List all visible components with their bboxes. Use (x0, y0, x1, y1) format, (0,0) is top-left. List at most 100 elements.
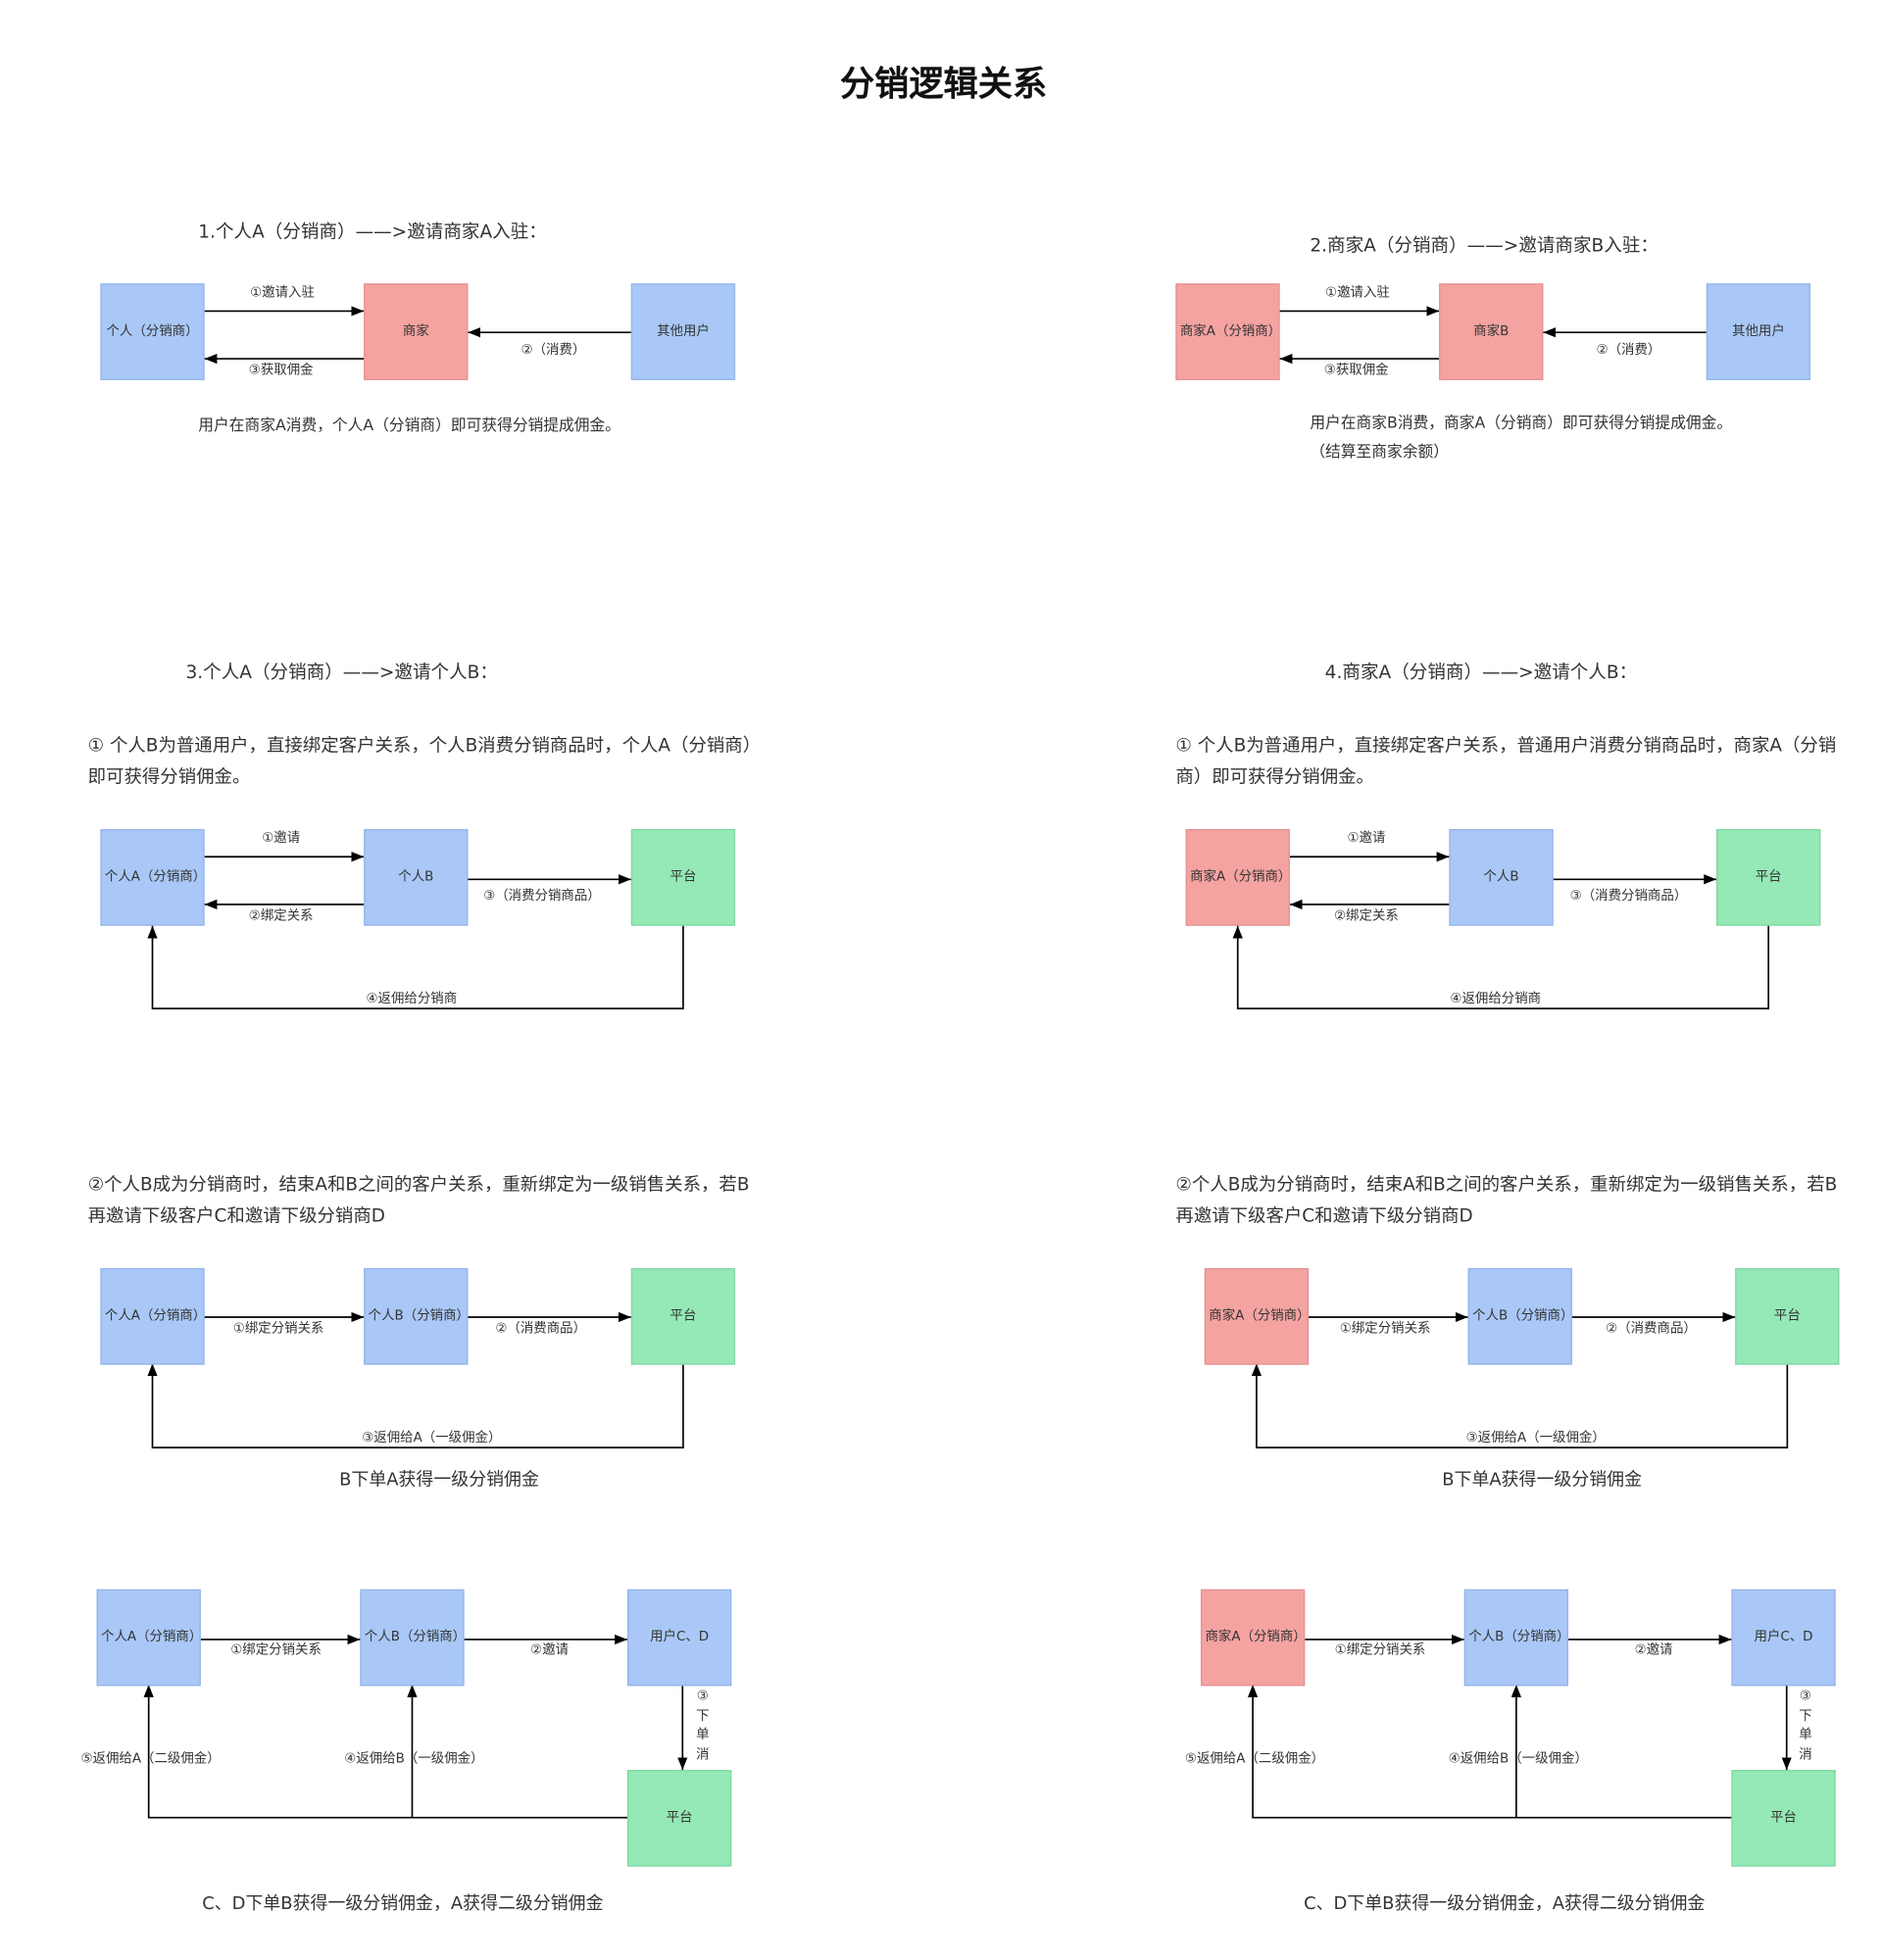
section1-box-other-users-label: 其他用户 (657, 323, 710, 339)
section3-arrow-rebate (147, 925, 684, 1009)
section4-box-person-b: 个人B (1449, 829, 1554, 926)
section8-label-order: ③下单消 (1799, 1688, 1812, 1762)
section2-box-merchant-b: 商家B (1439, 283, 1544, 380)
section5-arrow-rebate (147, 1363, 684, 1448)
section5-desc-line2: 再邀请下级客户C和邀请下级分销商D (87, 1205, 385, 1227)
section8-label-rebate-b: ④返佣给B（一级佣金） (1448, 1751, 1588, 1767)
section2-label-invite: ①邀请入驻 (1325, 284, 1390, 301)
section2-label-commission: ③获取佣金 (1323, 363, 1389, 378)
section4-label-rebate: ④返佣给分销商 (1450, 991, 1542, 1006)
section8-label-bind: ①绑定分销关系 (1334, 1642, 1426, 1658)
section8-box-users-cd: 用户C、D (1731, 1589, 1836, 1687)
section1-box-distributor: 个人（分销商） (100, 283, 205, 380)
section3-label-bind: ②绑定关系 (248, 907, 314, 924)
section7-box-platform-label: 平台 (666, 1810, 693, 1826)
section6-box-merchant-a-label: 商家A（分销商） (1209, 1308, 1311, 1324)
section7-caption: C、D下单B获得一级分销佣金，A获得二级分销佣金 (202, 1893, 604, 1915)
section5-label-rebate: ③返佣给A（一级佣金） (362, 1430, 502, 1446)
section3-label-rebate: ④返佣给分销商 (366, 991, 458, 1006)
section5-label-bind: ①绑定分销关系 (232, 1321, 324, 1337)
section7-box-person-a-label: 个人A（分销商） (101, 1629, 203, 1645)
section4-desc-line1: ① 个人B为普通用户，直接绑定客户关系，普通用户消费分销商品时，商家A（分销 (1175, 735, 1837, 757)
section8-box-person-b-label: 个人B（分销商） (1468, 1629, 1570, 1645)
section8-label-invite: ②邀请 (1634, 1642, 1673, 1658)
section2-label-consume: ②（消费） (1596, 342, 1661, 359)
section4-label-consume: ③（消费分销商品） (1569, 888, 1688, 904)
section6-desc-line1: ②个人B成为分销商时，结束A和B之间的客户关系，重新绑定为一级销售关系，若B (1175, 1174, 1838, 1196)
section5-label-consume: ②（消费商品） (495, 1321, 587, 1337)
section8-box-platform-label: 平台 (1770, 1810, 1797, 1826)
section6-desc-line2: 再邀请下级客户C和邀请下级分销商D (1175, 1205, 1473, 1227)
section2-box-distributor-merchant: 商家A（分销商） (1175, 283, 1282, 380)
section2-box-merchant-b-label: 商家B (1473, 323, 1510, 339)
section7-box-person-b-label: 个人B（分销商） (364, 1629, 467, 1645)
section6-box-platform: 平台 (1735, 1268, 1840, 1365)
section3-box-person-b-label: 个人B (398, 869, 434, 885)
section5-box-person-a-label: 个人A（分销商） (104, 1308, 207, 1324)
section6-arrow-rebate (1251, 1363, 1789, 1448)
section7-label-invite: ②邀请 (530, 1642, 570, 1658)
section4-box-merchant-a: 商家A（分销商） (1185, 829, 1291, 926)
section2-note-line2: （结算至商家余额） (1310, 442, 1449, 461)
section5-box-person-b: 个人B（分销商） (364, 1268, 470, 1365)
section7-box-person-a: 个人A（分销商） (96, 1589, 203, 1687)
section5-desc-line1: ②个人B成为分销商时，结束A和B之间的客户关系，重新绑定为一级销售关系，若B (87, 1174, 750, 1196)
section3-label-invite: ①邀请 (262, 830, 301, 846)
section6-label-bind: ①绑定分销关系 (1339, 1321, 1431, 1337)
section3-heading: 3.个人A（分销商）——>邀请个人B： (185, 662, 498, 684)
section6-box-platform-label: 平台 (1773, 1308, 1801, 1324)
section4-arrow-rebate (1232, 925, 1769, 1009)
section1-box-distributor-label: 个人（分销商） (106, 323, 199, 339)
section3-box-person-b: 个人B (364, 829, 469, 926)
section7-box-users-cd: 用户C、D (627, 1589, 732, 1687)
section5-box-person-a: 个人A（分销商） (100, 1268, 207, 1365)
section7-box-person-b: 个人B（分销商） (360, 1589, 467, 1687)
section1-label-consume: ②（消费） (520, 342, 586, 359)
section8-caption: C、D下单B获得一级分销佣金，A获得二级分销佣金 (1304, 1893, 1706, 1915)
section1-label-invite: ①邀请入驻 (250, 284, 315, 301)
section7-label-bind: ①绑定分销关系 (230, 1642, 322, 1658)
section4-label-bind: ②绑定关系 (1334, 907, 1399, 924)
section6-box-merchant-a: 商家A（分销商） (1204, 1268, 1311, 1365)
section4-desc-line2: 商）即可获得分销佣金。 (1175, 766, 1374, 788)
section6-box-person-b-label: 个人B（分销商） (1472, 1308, 1574, 1324)
section3-box-platform: 平台 (630, 829, 736, 926)
section3-desc-line2: 即可获得分销佣金。 (87, 766, 251, 788)
section4-heading: 4.商家A（分销商）——>邀请个人B： (1324, 662, 1638, 684)
section8-box-users-cd-label: 用户C、D (1754, 1629, 1813, 1645)
section8-label-rebate-a: ⑤返佣给A（二级佣金） (1184, 1751, 1325, 1767)
section8-box-merchant-a-label: 商家A（分销商） (1205, 1629, 1307, 1645)
section2-box-distributor-merchant-label: 商家A（分销商） (1179, 323, 1282, 339)
section4-box-platform-label: 平台 (1755, 869, 1782, 885)
section8-box-person-b: 个人B（分销商） (1463, 1589, 1570, 1687)
section1-box-merchant-label: 商家 (402, 323, 429, 339)
page-title: 分销逻辑关系 (839, 64, 1048, 105)
section6-label-rebate: ③返佣给A（一级佣金） (1465, 1430, 1606, 1446)
section8-arrow-rebate-a (1247, 1685, 1732, 1819)
section1-heading: 1.个人A（分销商）——>邀请商家A入驻： (198, 222, 547, 243)
section3-box-person-a: 个人A（分销商） (100, 829, 207, 926)
section5-box-platform: 平台 (630, 1268, 736, 1365)
section4-label-invite: ①邀请 (1347, 830, 1386, 846)
section5-box-platform-label: 平台 (669, 1308, 697, 1324)
section1-box-other-users: 其他用户 (630, 283, 736, 380)
section2-box-other-users-label: 其他用户 (1732, 323, 1785, 339)
section7-label-rebate-a: ⑤返佣给A（二级佣金） (80, 1751, 221, 1767)
section1-note: 用户在商家A消费，个人A（分销商）即可获得分销提成佣金。 (198, 416, 621, 434)
section6-caption: B下单A获得一级分销佣金 (1442, 1470, 1642, 1491)
section7-label-order: ③下单消 (696, 1688, 710, 1762)
section3-box-platform-label: 平台 (669, 869, 697, 885)
section7-box-platform: 平台 (627, 1770, 732, 1867)
section1-box-merchant: 商家 (364, 283, 469, 380)
section7-label-rebate-b: ④返佣给B（一级佣金） (344, 1751, 484, 1767)
section3-desc-line1: ① 个人B为普通用户，直接绑定客户关系，个人B消费分销商品时，个人A（分销商） (87, 735, 762, 757)
section3-box-person-a-label: 个人A（分销商） (104, 869, 207, 885)
section6-label-consume: ②（消费商品） (1606, 1321, 1697, 1337)
section2-heading: 2.商家A（分销商）——>邀请商家B入驻： (1310, 236, 1659, 257)
section2-note-line1: 用户在商家B消费，商家A（分销商）即可获得分销提成佣金。 (1310, 414, 1733, 432)
section4-box-person-b-label: 个人B (1483, 869, 1519, 885)
section6-box-person-b: 个人B（分销商） (1467, 1268, 1574, 1365)
section4-box-platform: 平台 (1716, 829, 1821, 926)
